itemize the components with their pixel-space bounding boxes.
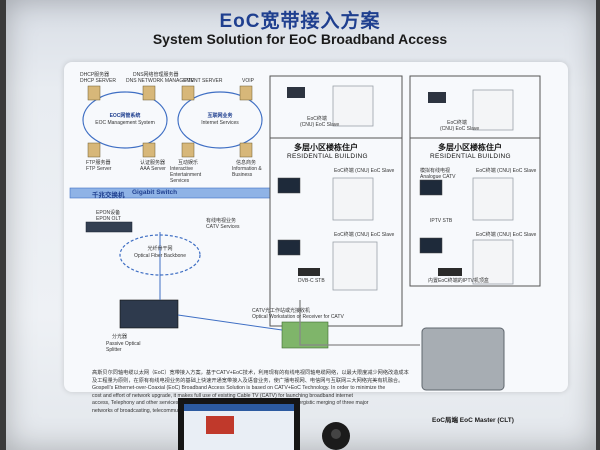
server-icon	[181, 85, 195, 101]
building-frame-left	[269, 75, 403, 327]
fiber-backbone-ellipse	[119, 234, 201, 276]
fiber-line	[177, 314, 283, 331]
eoc-mgmt-cn: EOC网管系统	[109, 113, 141, 119]
cnu-label: EoC终端 (CNU) EoC Slave	[334, 232, 395, 238]
cnu-device	[472, 239, 514, 285]
laptop-screen-video	[206, 416, 234, 434]
foreground-laptop	[178, 398, 300, 450]
eoc-mgmt-en: EOC Management System	[95, 120, 155, 126]
eoc-master-amplifier	[421, 327, 505, 391]
internet-node-ent-cn: 互动娱乐	[178, 160, 199, 166]
cnu-label: EoC终端 (CNU) EoC Slave	[476, 232, 537, 238]
server-label-dns-cn: DNS网络管理服务器	[133, 72, 179, 78]
set-top-box-icon	[438, 268, 462, 276]
server-icon	[142, 142, 156, 158]
catv-label-cn: 有线电视业务	[206, 218, 237, 224]
cnu-device	[472, 89, 514, 131]
cnu-device	[332, 241, 378, 291]
cnu-device	[332, 177, 374, 221]
residential-en-left: RESIDENTIAL BUILDING	[287, 153, 368, 160]
server-icon	[87, 142, 101, 158]
analog-catv-en: Analogue CATV	[420, 174, 456, 180]
internet-node-ent-en: Interactive Entertainment Services	[170, 166, 202, 184]
epon-label-en: EPON OLT	[96, 216, 121, 222]
gigabit-switch-label-en: Gigabit Switch	[132, 189, 178, 196]
internet-top-voip: VOIP	[242, 78, 254, 84]
title-chinese: EoC宽带接入方案	[219, 11, 381, 32]
tv-icon	[277, 239, 301, 256]
description-line: Gospell's Ethernet-over-Coaxial (EoC) Br…	[92, 385, 386, 392]
server-label-dhcp-cn: DHCP服务器	[80, 72, 110, 78]
residential-cn-right: 多层小区楼栋住户	[438, 143, 502, 152]
residential-en-right: RESIDENTIAL BUILDING	[430, 153, 511, 160]
eoc-master-label: EoC局端 EoC Master (CLT)	[432, 417, 514, 424]
laptop-icon	[428, 92, 446, 103]
laptop-screen-titlebar	[184, 404, 294, 411]
foreground-camera	[322, 422, 350, 450]
optical-workstation-device	[281, 321, 329, 349]
cnu-label-en: (CNU) EoC Slave	[440, 126, 480, 132]
catv-iptv-label: 内置EoC终端的IPTV机顶盒	[428, 278, 489, 284]
tv-icon	[419, 237, 443, 254]
camera-lens-inner	[331, 429, 341, 439]
internet-top-iptv: IPTV	[183, 78, 195, 84]
server-label-ftp-cn: FTP服务器	[86, 160, 111, 166]
server-icon	[87, 85, 101, 101]
description-line: cost and effort of network upgrade, it m…	[92, 392, 353, 399]
splitter-label-en: Passive Optical Splitter	[106, 341, 141, 353]
building-frame-right	[409, 75, 541, 287]
server-icon	[239, 142, 253, 158]
server-label-aaa-cn: 认证服务器	[140, 160, 166, 166]
description-line: 及工程量为原则，在原有有线电视业务的基础上快速开通宽带接入及语音业务，使广播电视…	[92, 377, 404, 384]
optical-station-en: Optical Workstation or Receiver for CATV	[252, 314, 344, 320]
cnu-device	[332, 85, 374, 127]
optical-station-cn: CATV光工作站或光接收机	[252, 308, 310, 314]
description-line: 高斯贝尔同轴电缆以太网（EoC）宽带接入方案，基于CATV+EoC技术，利用现有…	[92, 370, 409, 376]
cnu-label-en: (CNU) EoC Slave	[300, 122, 340, 128]
fiber-label-cn: 光纤骨干网	[147, 246, 173, 252]
cnu-label-cn: EoC终端	[307, 116, 327, 122]
cnu-label: EoC终端 (CNU) EoC Slave	[334, 168, 395, 174]
fiber-label-en: Optical Fiber Backbone	[134, 253, 186, 259]
server-icon	[181, 142, 195, 158]
analog-catv-cn: 模拟有线电视	[420, 168, 451, 174]
internet-node-biz-cn: 信息商务	[236, 160, 257, 166]
cnu-label-cn: EoC终端	[447, 120, 467, 126]
description-line: networks of broadcasting, telecommunicat…	[92, 407, 199, 414]
internet-cn: 互联网业务	[207, 113, 233, 119]
internet-services-ellipse	[177, 91, 263, 149]
passive-optical-splitter-device	[119, 299, 179, 329]
server-label-ftp-en: FTP Server	[86, 166, 112, 172]
tv-icon	[419, 179, 443, 196]
laptop-screen	[184, 404, 294, 450]
cnu-device	[472, 177, 514, 221]
epon-olt-device	[85, 221, 133, 233]
laptop-icon	[287, 87, 305, 98]
catv-label-en: CATV Services	[206, 224, 240, 230]
coax-line	[299, 300, 420, 346]
server-icons	[87, 85, 253, 158]
title-english: System Solution for EoC Broadband Access	[152, 31, 448, 47]
internet-node-biz-en: Information & Business	[232, 166, 262, 178]
epon-label-cn: EPON设备	[96, 210, 121, 216]
residential-cn-left: 多层小区楼栋住户	[294, 143, 358, 152]
server-label-dhcp-en: DHCP SERVER	[80, 78, 116, 84]
internet-en: Internet Services	[201, 120, 239, 126]
set-top-box-icon	[298, 268, 320, 276]
server-label-dns-en: DNS NETWORK MANAGEMENT SERVER	[126, 78, 223, 84]
dvb-c-stb-label: DVB-C STB	[298, 278, 325, 284]
tv-icon	[277, 177, 301, 194]
eoc-management-ellipse	[82, 91, 168, 149]
server-icon	[142, 85, 156, 101]
splitter-label-cn: 分光器	[112, 334, 128, 340]
cnu-label: EoC终端 (CNU) EoC Slave	[476, 168, 537, 174]
iptv-stb-label: IPTV STB	[430, 218, 453, 224]
gigabit-switch-label-cn: 千兆交换机	[92, 192, 125, 199]
server-icon	[239, 85, 253, 101]
server-label-aaa-en: AAA Server	[140, 166, 166, 172]
